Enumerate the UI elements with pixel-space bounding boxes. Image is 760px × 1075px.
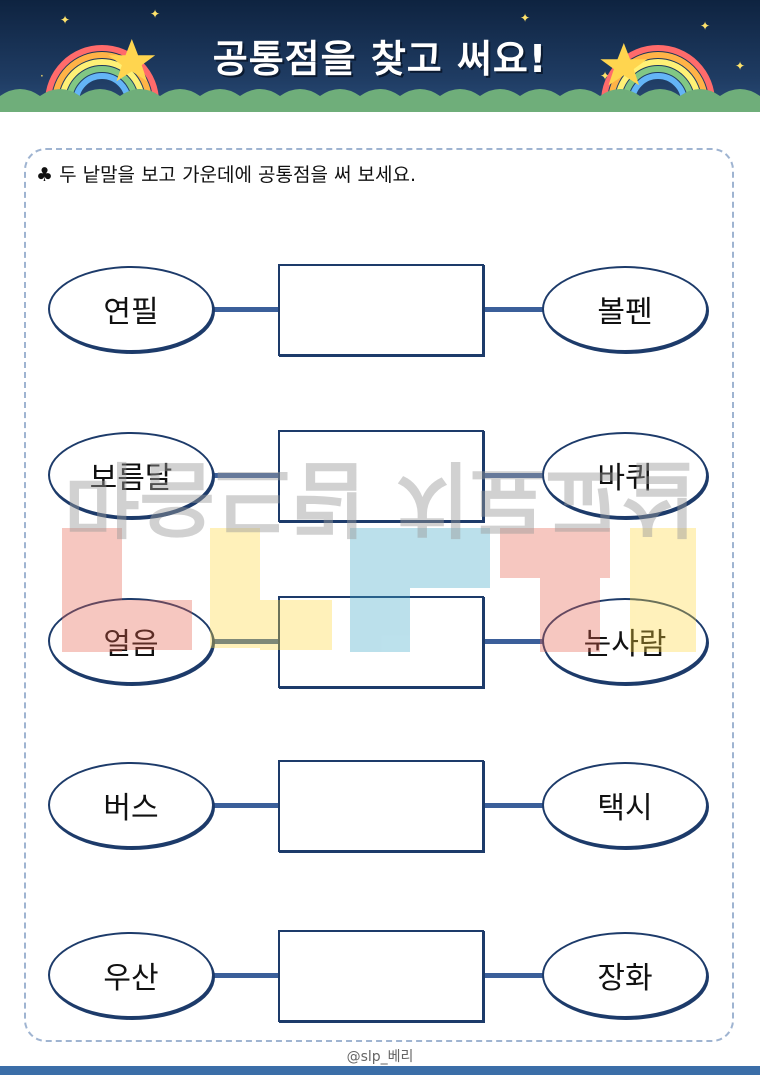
right-word-oval: 바퀴	[542, 432, 708, 518]
pair-row: 얼음 눈사람	[0, 594, 760, 690]
rainbow-right-icon	[600, 43, 715, 102]
page-title: 공통점을 찾고 써요!	[212, 37, 548, 81]
right-word: 바퀴	[597, 461, 653, 496]
connector-line-right	[482, 803, 544, 808]
answer-box[interactable]	[278, 430, 484, 522]
right-word-oval: 눈사람	[542, 598, 708, 684]
connector-line-right	[482, 307, 544, 312]
pair-row: 우산 장화	[0, 928, 760, 1024]
connector-line-right	[482, 639, 544, 644]
cloud-border	[0, 89, 760, 112]
answer-box[interactable]	[278, 930, 484, 1022]
left-word: 얼음	[103, 627, 159, 662]
pair-row: 보름달 바퀴	[0, 428, 760, 524]
left-word-oval: 연필	[48, 266, 214, 352]
connector-line-right	[482, 973, 544, 978]
answer-box[interactable]	[278, 760, 484, 852]
connector-line-left	[212, 307, 280, 312]
right-word: 택시	[597, 791, 653, 826]
connector-line-right	[482, 473, 544, 478]
connector-line-left	[212, 639, 280, 644]
connector-line-left	[212, 473, 280, 478]
pair-row: 연필 볼펜	[0, 262, 760, 358]
connector-line-left	[212, 803, 280, 808]
left-word-oval: 버스	[48, 762, 214, 848]
right-word: 장화	[597, 961, 653, 996]
left-word-oval: 우산	[48, 932, 214, 1018]
header-banner: ✦✦ ·✦ ✦✦ ·✦ 공통점을 찾고 써요!	[0, 0, 760, 112]
left-word: 연필	[103, 295, 159, 330]
rainbow-left-icon	[45, 39, 159, 102]
left-word: 버스	[103, 791, 159, 826]
bottom-bar	[0, 1066, 760, 1075]
worksheet-panel	[24, 148, 734, 1042]
left-word-oval: 보름달	[48, 432, 214, 518]
left-word: 보름달	[89, 461, 173, 496]
right-word: 눈사람	[583, 627, 667, 662]
right-word-oval: 볼펜	[542, 266, 708, 352]
instruction-text: ♣ 두 낱말을 보고 가운데에 공통점을 써 보세요.	[36, 164, 416, 186]
left-word: 우산	[103, 961, 159, 996]
left-word-oval: 얼음	[48, 598, 214, 684]
right-word-oval: 택시	[542, 762, 708, 848]
answer-box[interactable]	[278, 264, 484, 356]
pair-row: 버스 택시	[0, 758, 760, 854]
right-word: 볼펜	[597, 295, 653, 330]
right-word-oval: 장화	[542, 932, 708, 1018]
answer-box[interactable]	[278, 596, 484, 688]
footer-credit: @slp_베리	[346, 1049, 414, 1065]
connector-line-left	[212, 973, 280, 978]
